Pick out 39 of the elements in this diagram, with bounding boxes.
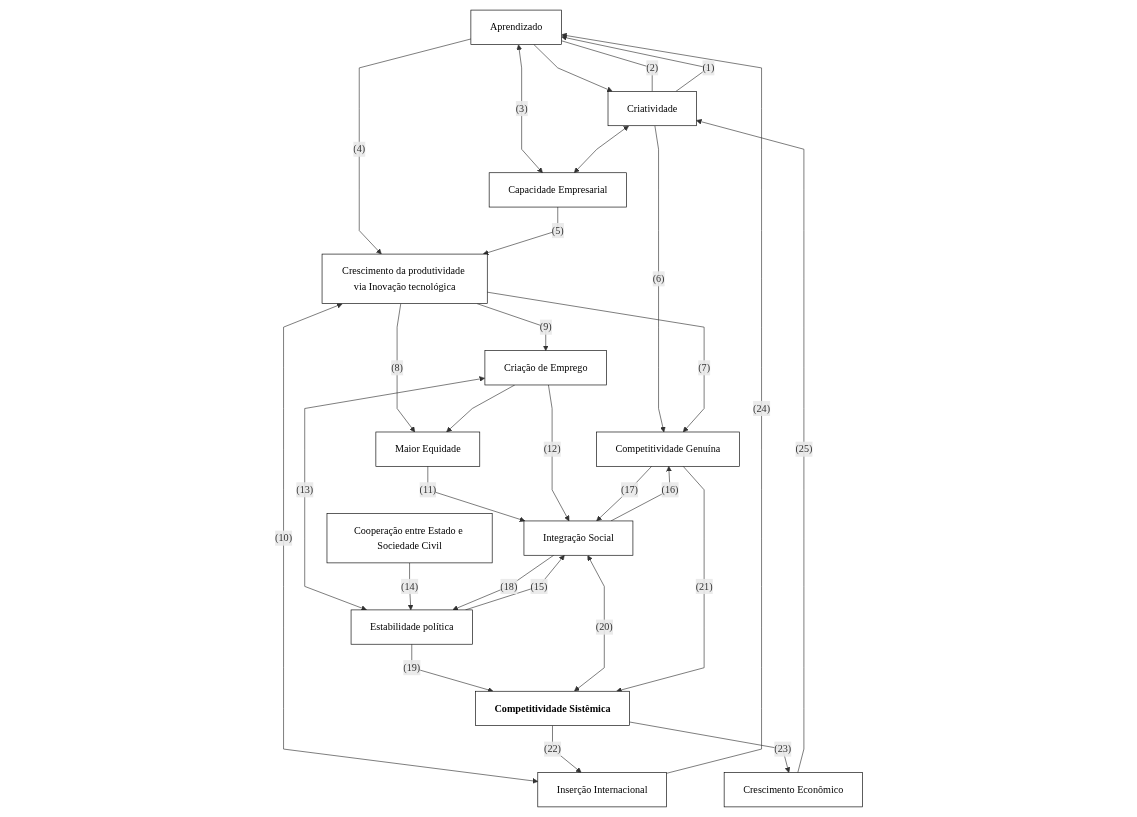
edge-label: (13) xyxy=(295,484,313,495)
connector xyxy=(560,40,653,92)
edge-label: (4) xyxy=(353,143,365,155)
node-box: Inserção Internacional xyxy=(537,772,667,808)
edge-label: (20) xyxy=(595,621,613,633)
edge-label: (17) xyxy=(620,484,638,495)
node-box: Criação de Emprego xyxy=(484,350,607,386)
edge-label: (2) xyxy=(645,62,658,73)
node-box: Capacidade Empresarial xyxy=(488,172,627,208)
edge-label: (1) xyxy=(702,62,714,73)
edge-label: (6) xyxy=(652,273,665,284)
edge-label: (5) xyxy=(551,224,564,236)
node-box: Cooperação entre Estado e Sociedade Civil xyxy=(326,513,493,564)
edge-label: (24) xyxy=(752,402,770,414)
edge-label: (10) xyxy=(274,532,292,544)
node-box: Competitividade Genuína xyxy=(595,431,740,467)
edge-label: (3) xyxy=(515,102,528,114)
edge-label: (15) xyxy=(530,580,548,592)
edge-label: (8) xyxy=(390,362,403,373)
edge-label: (25) xyxy=(795,443,813,455)
edge-label: (23) xyxy=(773,743,791,755)
edge-label: (14) xyxy=(400,580,418,592)
node-box: Maior Equidade xyxy=(375,431,480,467)
node-box: Crescimento da produtividade via Inovação tecnológica xyxy=(321,253,488,304)
edge-label: (19) xyxy=(403,662,420,673)
edge-label: (21) xyxy=(695,580,713,592)
node-box: Aprendizado xyxy=(470,9,562,45)
edge-label: (16) xyxy=(661,484,679,495)
node-box: Crescimento Econômico xyxy=(723,772,863,808)
node-box: Competitividade Sistêmica xyxy=(474,690,630,726)
edge-label: (11) xyxy=(419,484,436,495)
node-box: Estabilidade política xyxy=(350,609,473,645)
node-box: Criatividade xyxy=(607,91,697,127)
edge-label: (9) xyxy=(539,321,552,333)
node-box: Integração Social xyxy=(523,520,633,556)
edge-label: (7) xyxy=(697,362,710,373)
edge-label: (22) xyxy=(543,743,561,755)
edge-label: (12) xyxy=(543,443,561,455)
edge-label: (18) xyxy=(500,580,517,592)
